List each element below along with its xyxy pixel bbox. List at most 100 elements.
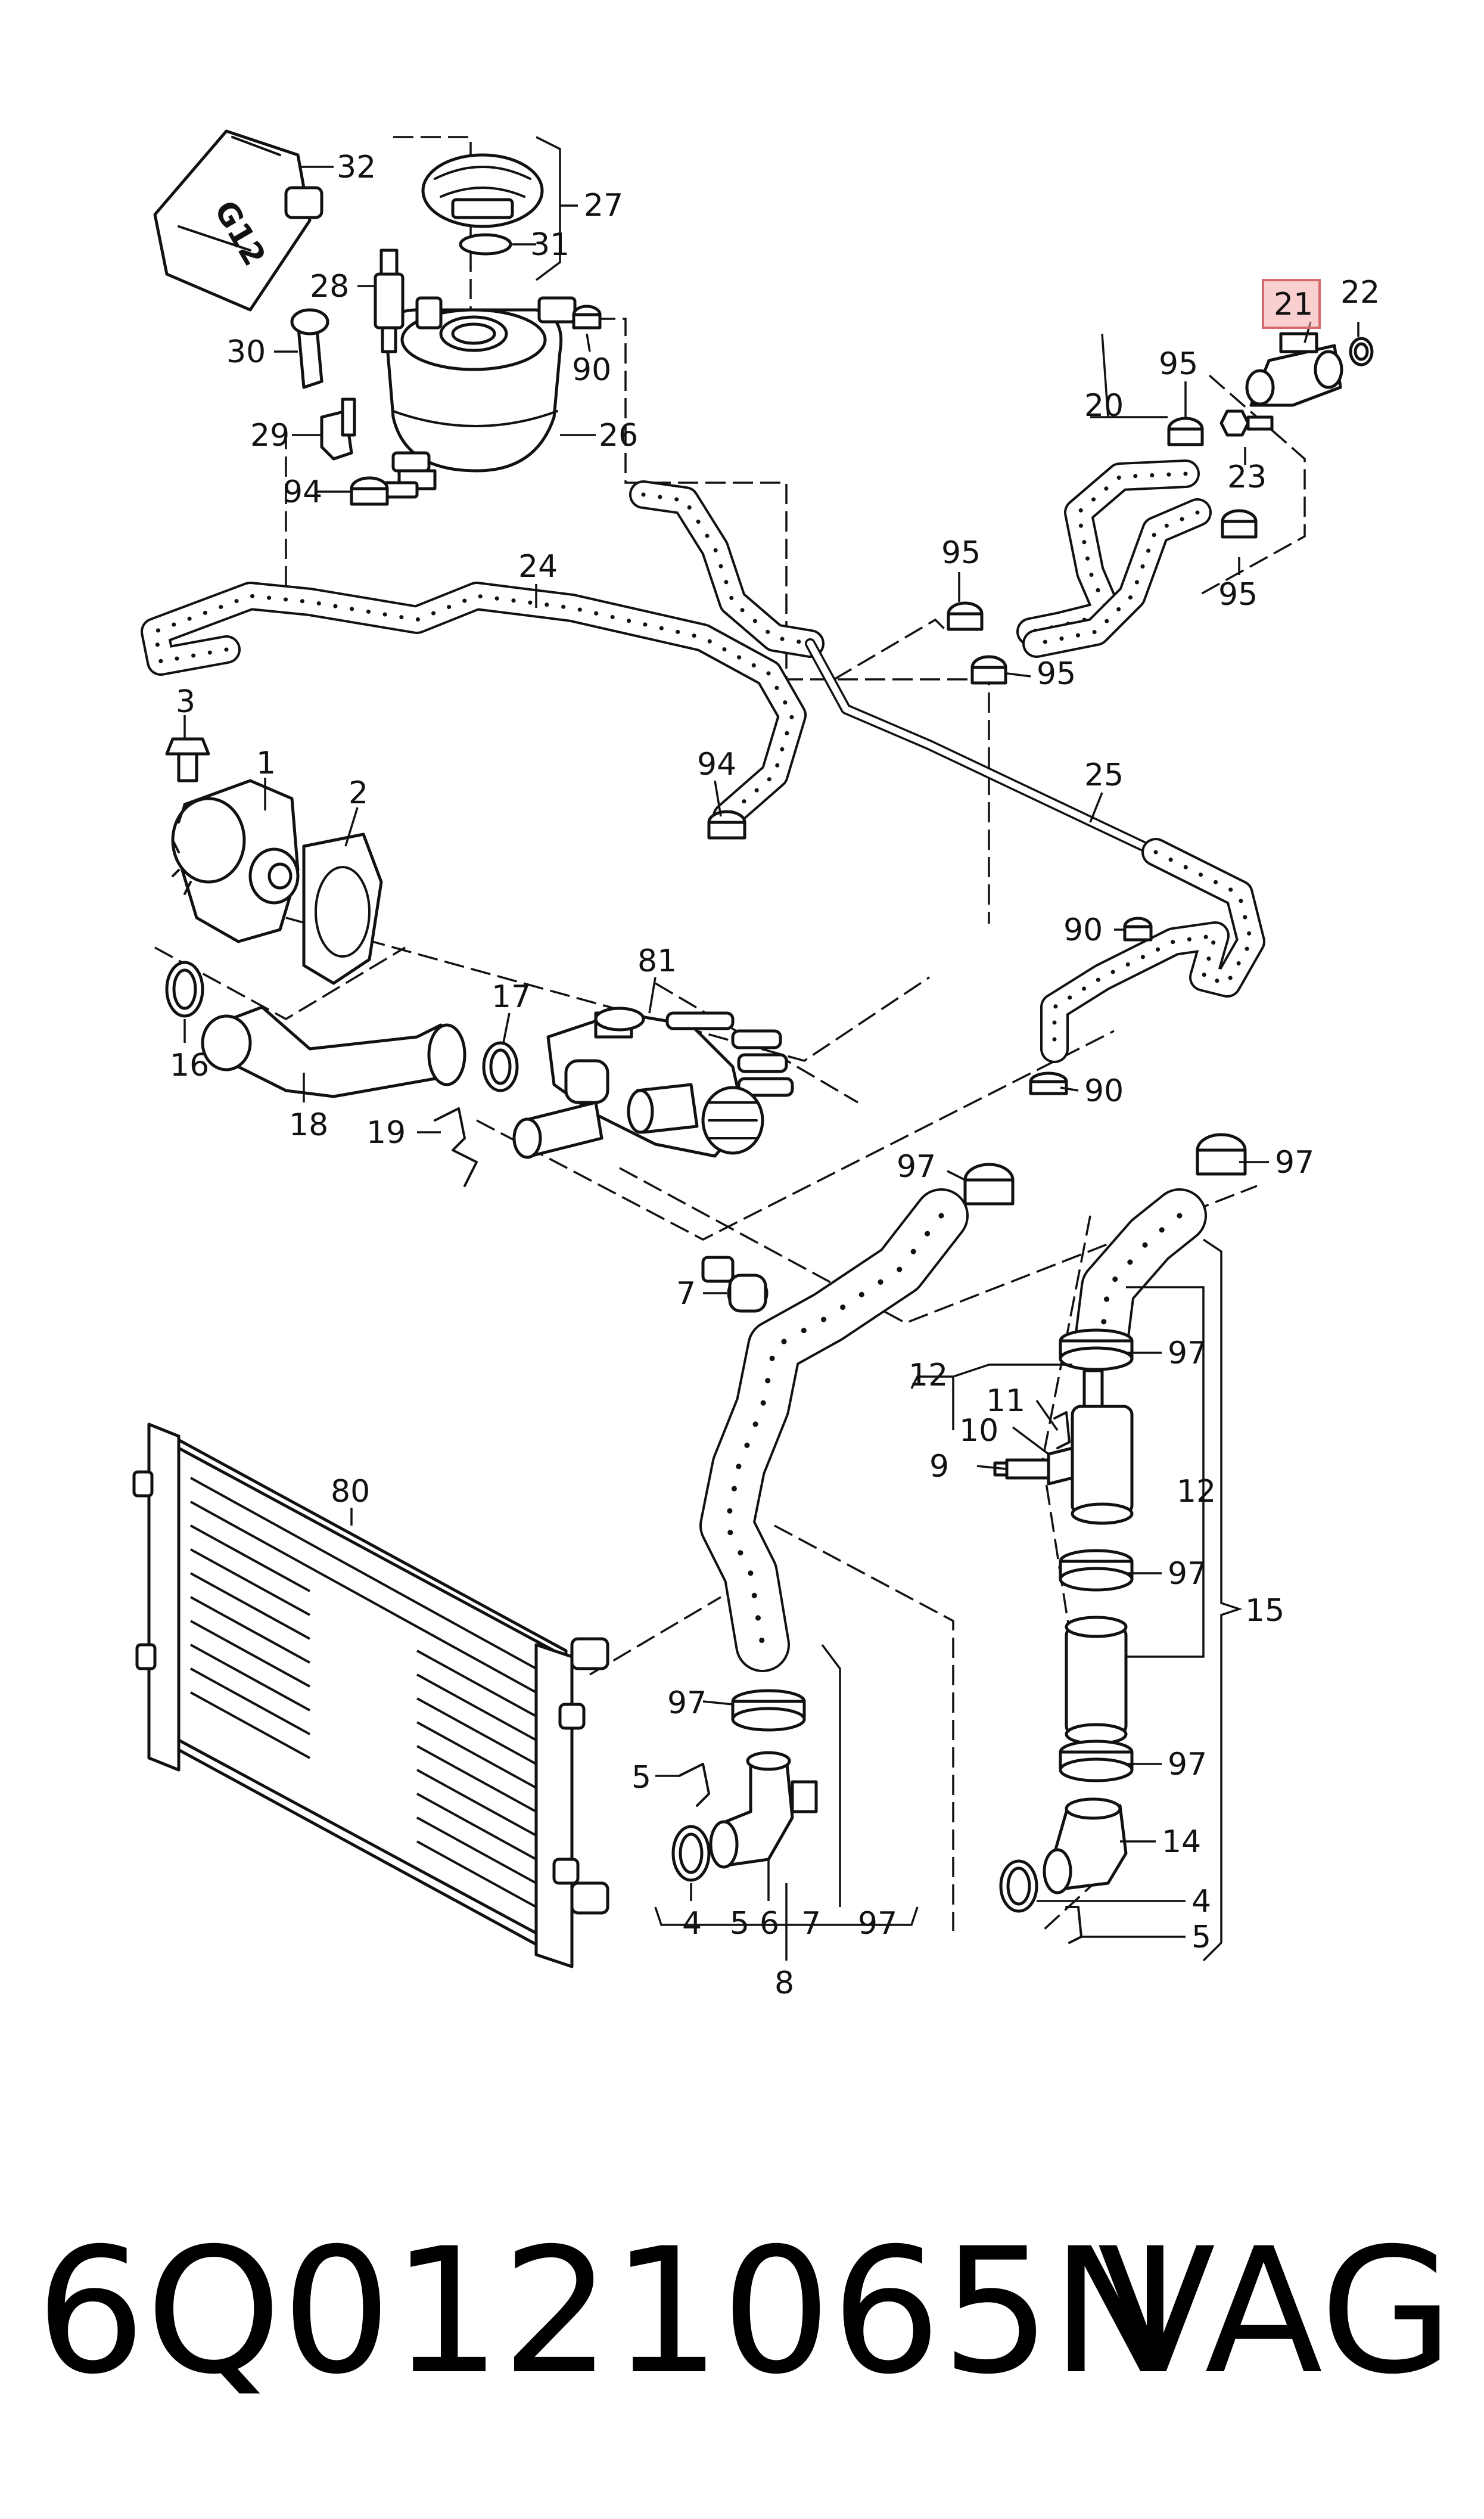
callout-95-a: 95	[1159, 346, 1198, 382]
callout-labels: 32 27 31 28 30 90 29 26 94 24 3 1 2 94 2…	[170, 150, 1380, 2001]
callout-17: 17	[491, 979, 531, 1015]
callout-94-mid: 94	[697, 747, 736, 782]
callout-81: 81	[637, 943, 677, 979]
footer-title: 6Q0121065N VAG	[36, 2205, 1454, 2419]
bolt-23	[1219, 409, 1274, 437]
callout-3: 3	[176, 684, 195, 720]
water-pump-1	[165, 737, 300, 943]
callout-97-g: 97	[858, 1906, 897, 1942]
callout-97-d: 97	[1168, 1556, 1207, 1592]
clamp-90-lower	[1029, 1071, 1068, 1095]
clamp-90-mid	[1123, 917, 1153, 942]
clamp-95-d	[1221, 509, 1258, 539]
hose-25	[1040, 838, 1265, 1063]
hose-20	[1016, 459, 1212, 658]
callout-19: 19	[366, 1115, 406, 1151]
connector-12	[1047, 1369, 1134, 1525]
oring-4-left	[671, 1825, 711, 1882]
callout-9: 9	[929, 1449, 949, 1484]
clip-19	[434, 1107, 478, 1187]
clamp-97-r2	[1059, 1549, 1134, 1592]
hose-15-upper	[1075, 1188, 1207, 1362]
callout-25: 25	[1084, 757, 1124, 793]
part-28-sensor	[374, 249, 405, 353]
callout-90-lower: 90	[1084, 1073, 1124, 1109]
oring-22	[1349, 337, 1374, 366]
callout-26: 26	[599, 418, 638, 454]
callout-18: 18	[289, 1107, 328, 1143]
cap-7	[701, 1256, 769, 1313]
clamp-97-mid-left	[963, 1163, 1015, 1206]
callout-1: 1	[256, 746, 276, 781]
clamp-95-a	[1167, 417, 1204, 446]
clamp-94-top	[350, 476, 389, 506]
callout-22: 22	[1340, 275, 1380, 310]
clip-5-left	[678, 1763, 710, 1807]
callout-28: 28	[310, 269, 349, 305]
callout-20: 20	[1084, 388, 1124, 424]
part-29-bracket	[320, 397, 356, 461]
callout-90-top: 90	[572, 352, 611, 388]
clamp-97-r1	[1059, 1328, 1134, 1371]
clamp-95-c	[970, 655, 1007, 685]
gasket-2	[302, 833, 383, 985]
callout-2: 2	[349, 775, 368, 811]
part-number: 6Q0121065N	[36, 2211, 1181, 2412]
callout-15: 15	[1245, 1593, 1284, 1629]
radiator-fins	[190, 1477, 537, 1908]
callout-7-bottom: 7	[801, 1906, 821, 1942]
oring-4-right	[999, 1859, 1038, 1913]
callout-95-c: 95	[1037, 656, 1076, 692]
callout-11: 11	[986, 1383, 1025, 1419]
brand-name: VAG	[1097, 2211, 1454, 2412]
callout-95-d: 95	[1218, 577, 1258, 613]
hose-15-lower	[1065, 1616, 1128, 1745]
callout-90-mid: 90	[1063, 912, 1103, 948]
callout-12-right: 12	[1177, 1474, 1216, 1509]
clamp-94-mid	[707, 810, 746, 840]
callout-30: 30	[226, 334, 266, 370]
callout-24: 24	[518, 549, 558, 585]
cap-27	[421, 153, 544, 256]
callout-95-b: 95	[941, 535, 981, 571]
callout-97-a: 97	[897, 1149, 936, 1185]
callout-5-mid: 5	[730, 1906, 749, 1942]
callout-4-left: 4	[682, 1906, 702, 1942]
callout-21: 21	[1274, 287, 1313, 322]
canister-32: G12	[153, 129, 323, 312]
clip-11	[1053, 1411, 1071, 1449]
callout-97-f: 97	[1168, 1747, 1207, 1782]
callout-27: 27	[584, 188, 623, 223]
pipe-18	[201, 1005, 466, 1098]
callout-21-highlight	[1262, 279, 1321, 329]
callout-32: 32	[337, 150, 376, 185]
callout-5-right: 5	[1191, 1919, 1211, 1955]
callout-12-left: 12	[909, 1358, 948, 1393]
oring-17	[482, 1041, 519, 1092]
expansion-tank-26	[379, 296, 577, 499]
part-30-clip	[290, 308, 329, 389]
pipe-25	[805, 638, 1161, 858]
callout-14: 14	[1162, 1824, 1201, 1860]
elbow-14	[1043, 1797, 1128, 1894]
clamp-95-b	[947, 601, 984, 631]
callout-4-right: 4	[1191, 1884, 1211, 1919]
callout-97-b: 97	[1275, 1145, 1314, 1181]
callout-97-e: 97	[667, 1685, 707, 1721]
callout-29: 29	[250, 418, 290, 454]
clamp-97-top-right	[1196, 1133, 1247, 1176]
callout-97-c: 97	[1168, 1335, 1207, 1371]
callout-8: 8	[774, 1965, 794, 2001]
callout-16: 16	[170, 1048, 209, 1083]
elbow-6	[709, 1751, 818, 1869]
oring-16	[165, 961, 204, 1018]
leader-lines	[183, 136, 1359, 1962]
hose-upper-overflow	[629, 480, 825, 658]
hose-lower-radiator	[699, 1188, 969, 1672]
callout-7-top: 7	[676, 1276, 696, 1312]
clip-5-right	[1065, 1906, 1082, 1944]
clamp-97-lower-left	[731, 1689, 806, 1732]
callout-6: 6	[760, 1906, 779, 1942]
thermostat-housing-81	[512, 1007, 794, 1159]
callout-5-left: 5	[631, 1760, 651, 1796]
